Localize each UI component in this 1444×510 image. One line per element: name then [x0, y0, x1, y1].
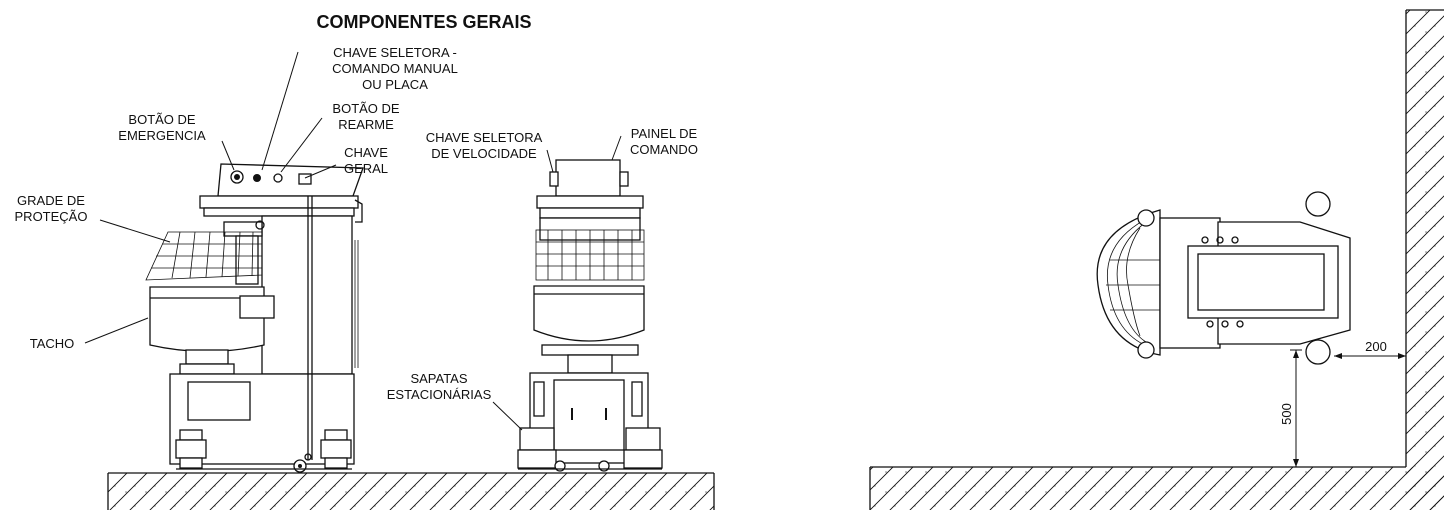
- svg-text:CHAVE SELETORA -: CHAVE SELETORA -: [333, 45, 457, 60]
- label-painel-comando: PAINEL DE COMANDO: [630, 126, 698, 157]
- svg-text:BOTÃO DE: BOTÃO DE: [332, 101, 400, 116]
- wall-right: [1405, 9, 1444, 510]
- floor-right: [869, 466, 1444, 510]
- leader-lines: [84, 51, 622, 431]
- mixer-top-view: [1096, 191, 1351, 365]
- dimension-200: [1334, 353, 1406, 359]
- label-tacho: TACHO: [30, 336, 75, 351]
- svg-text:CHAVE: CHAVE: [344, 145, 388, 160]
- svg-text:COMANDO: COMANDO: [630, 142, 698, 157]
- drawing-title: COMPONENTES GERAIS: [316, 12, 531, 32]
- svg-text:OU PLACA: OU PLACA: [362, 77, 428, 92]
- svg-text:REARME: REARME: [338, 117, 394, 132]
- svg-text:PROTEÇÃO: PROTEÇÃO: [15, 209, 88, 224]
- svg-text:GERAL: GERAL: [344, 161, 388, 176]
- label-chave-geral: CHAVE GERAL: [344, 145, 388, 176]
- dimension-200-label: 200: [1365, 339, 1387, 354]
- label-chave-seletora-velocidade: CHAVE SELETORA DE VELOCIDADE: [426, 130, 543, 161]
- svg-text:EMERGENCIA: EMERGENCIA: [118, 128, 206, 143]
- label-chave-seletora-manual: CHAVE SELETORA - COMANDO MANUAL OU PLACA: [332, 45, 458, 92]
- svg-text:GRADE DE: GRADE DE: [17, 193, 85, 208]
- dimension-500-label: 500: [1279, 403, 1294, 425]
- label-grade-protecao: GRADE DE PROTEÇÃO: [15, 193, 88, 224]
- svg-text:BOTÃO DE: BOTÃO DE: [128, 112, 196, 127]
- label-botao-rearme: BOTÃO DE REARME: [332, 101, 400, 132]
- label-sapatas-estacionarias: SAPATAS ESTACIONÁRIAS: [387, 371, 492, 402]
- floor-left: [107, 472, 715, 510]
- svg-text:CHAVE SELETORA: CHAVE SELETORA: [426, 130, 543, 145]
- svg-text:DE VELOCIDADE: DE VELOCIDADE: [431, 146, 537, 161]
- svg-text:COMANDO MANUAL: COMANDO MANUAL: [332, 61, 458, 76]
- mixer-front-view: [517, 159, 663, 472]
- svg-text:ESTACIONÁRIAS: ESTACIONÁRIAS: [387, 387, 492, 402]
- dimension-500: [1290, 349, 1302, 467]
- label-botao-emergencia: BOTÃO DE EMERGENCIA: [118, 112, 206, 143]
- mixer-side-view: [145, 163, 364, 473]
- svg-text:SAPATAS: SAPATAS: [410, 371, 467, 386]
- svg-text:PAINEL DE: PAINEL DE: [631, 126, 698, 141]
